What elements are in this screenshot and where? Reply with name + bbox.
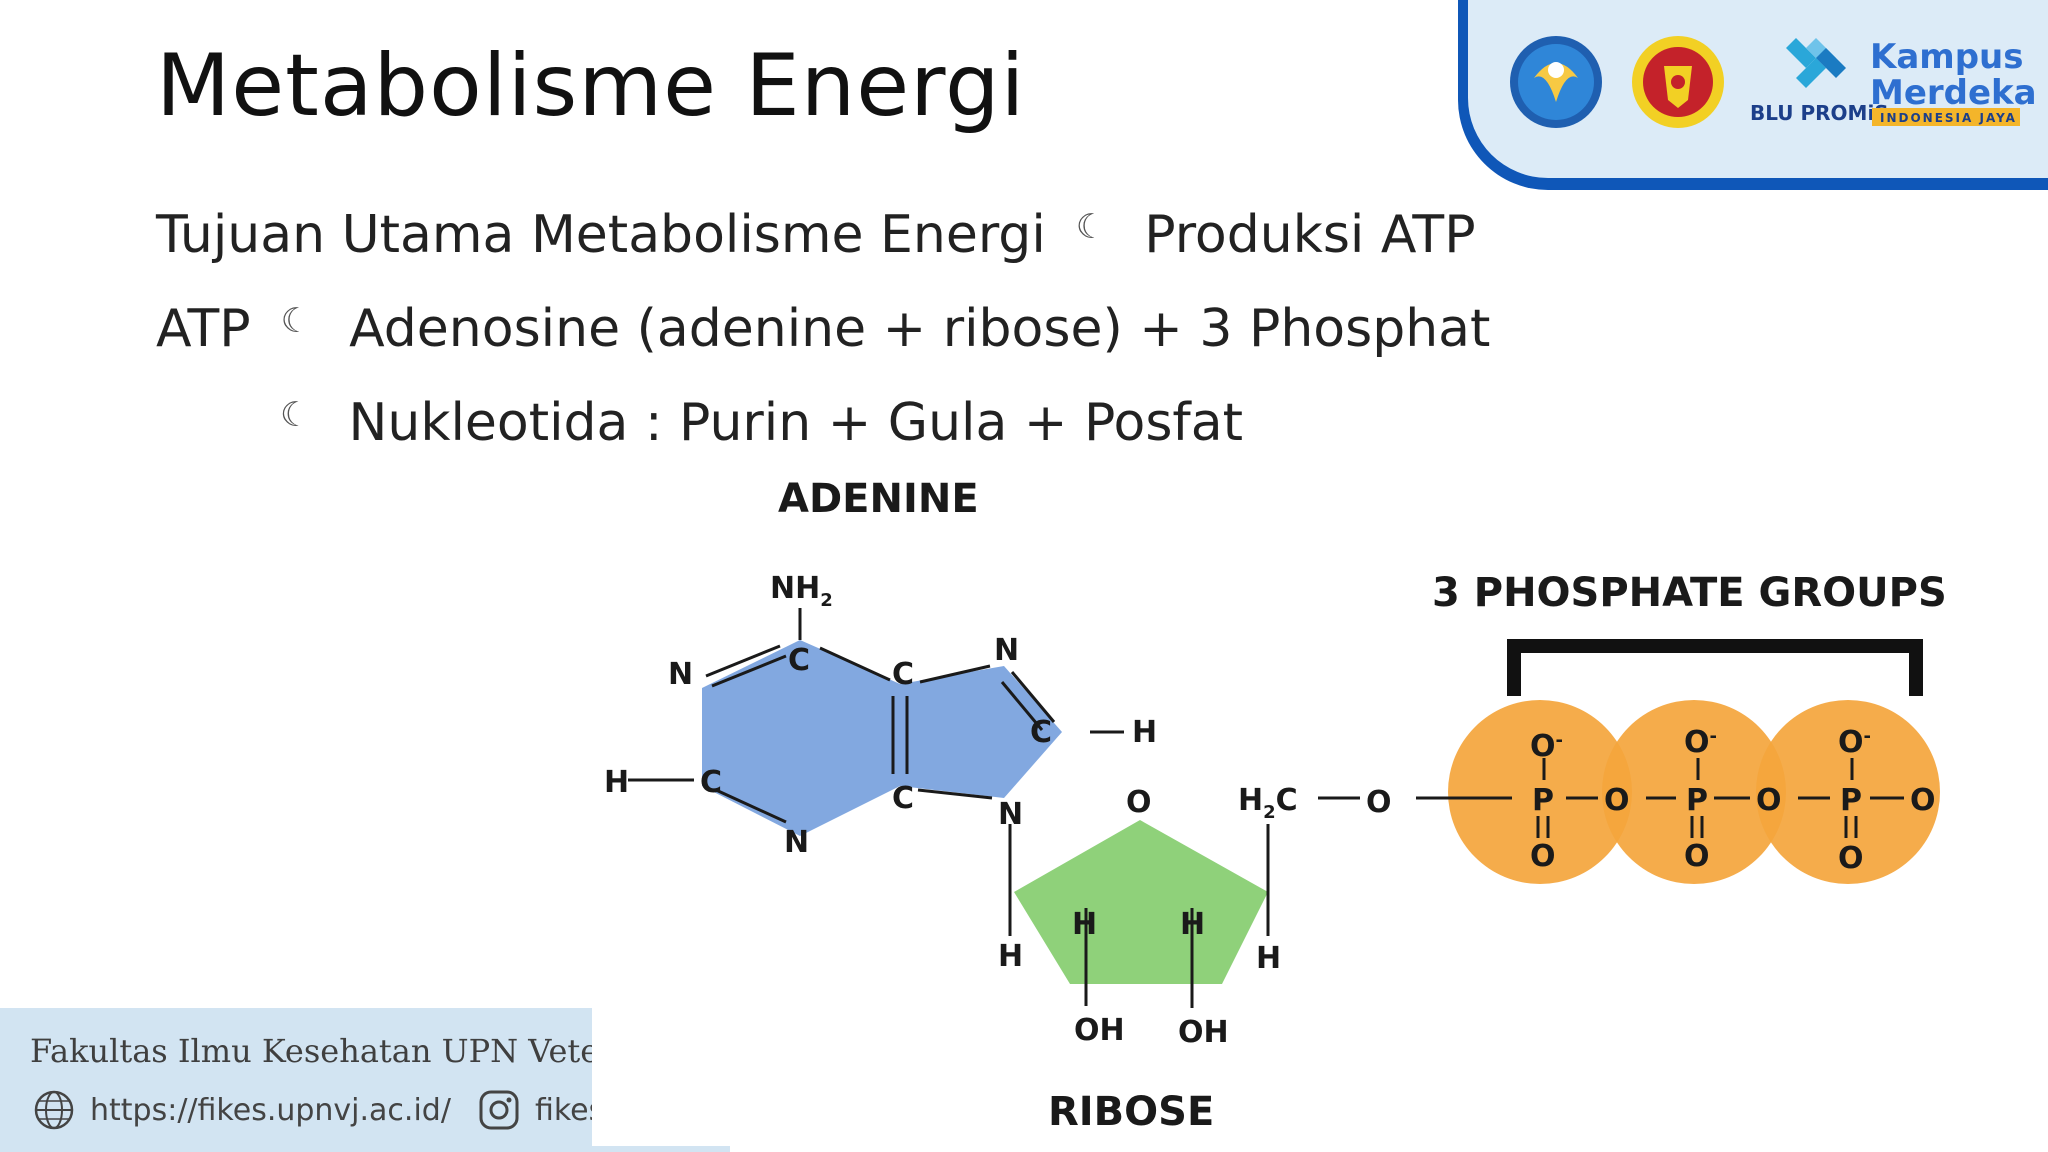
- atom-h-r3: H: [1256, 941, 1281, 976]
- merdeka-text: Merdeka: [1870, 73, 2037, 113]
- atom-labels: NH2 N C C N C H H C N C N H O H2C O H H …: [604, 571, 1936, 1050]
- atom-o-bridge-2: O: [1756, 783, 1782, 818]
- atom-n11: N: [998, 797, 1023, 832]
- ribose-label: RIBOSE: [1048, 1089, 1214, 1135]
- atom-c5: C: [1030, 715, 1052, 750]
- atom-n9: N: [784, 825, 809, 860]
- atom-p1: P: [1532, 783, 1554, 818]
- atom-h-r1: H: [1072, 907, 1097, 942]
- phosphate-groups-label: 3 PHOSPHATE GROUPS: [1432, 570, 1947, 616]
- atom-h2c: H2C: [1238, 783, 1298, 823]
- logo-panel: BLU PROMiSe Kampus Merdeka INDONESIA JAY…: [1458, 0, 2048, 190]
- atom-o-top-1: O-: [1530, 729, 1563, 764]
- atom-o-link: O: [1366, 785, 1392, 820]
- bullet-line-2: ATP ☾ Adenosine (adenine + ribose) + 3 P…: [156, 299, 1490, 359]
- phosphate-circle-3: [1756, 700, 1940, 884]
- atom-c2: C: [788, 643, 810, 678]
- phosphate-circle-1: [1448, 700, 1632, 884]
- instagram-icon: [479, 1090, 519, 1130]
- kampus-text: Kampus: [1870, 37, 2024, 77]
- atom-p3: P: [1840, 783, 1862, 818]
- adenine-pentagon: [900, 666, 1062, 798]
- atom-c10: C: [892, 781, 914, 816]
- atom-o-ring: O: [1126, 785, 1152, 820]
- bonds: [628, 608, 1904, 1008]
- line1-right-text: Produksi ATP: [1144, 205, 1476, 265]
- bullet-line-3: ☾ Nukleotida : Purin + Gula + Posfat: [250, 393, 1243, 453]
- atom-h-r2: H: [1180, 907, 1205, 942]
- phosphate-circle-2: [1602, 700, 1786, 884]
- line1-left-text: Tujuan Utama Metabolisme Energi: [156, 205, 1046, 265]
- adenine-label: ADENINE: [778, 476, 979, 522]
- atom-o-bot-3: O: [1838, 841, 1864, 876]
- atom-o-top-3: O-: [1838, 725, 1871, 760]
- instagram-link[interactable]: fikesupnvj: [534, 1092, 592, 1128]
- line2-right-text: Adenosine (adenine + ribose) + 3 Phospha…: [349, 299, 1491, 359]
- logo-panel-background: BLU PROMiSe Kampus Merdeka INDONESIA JAY…: [1468, 0, 2048, 178]
- footer-links: https://fikes.upnvj.ac.id/ fikesupnvj: [32, 1088, 592, 1132]
- website-link[interactable]: https://fikes.upnvj.ac.id/: [90, 1092, 451, 1128]
- adenine-hexagon: [702, 640, 900, 836]
- atom-o-bot-1: O: [1530, 839, 1556, 874]
- upnvj-logo: [1632, 36, 1724, 128]
- slide-title: Metabolisme Energi: [156, 36, 1026, 136]
- ribose-pentagon: [1014, 820, 1268, 984]
- atom-c8: C: [700, 765, 722, 800]
- bullet-line-1: Tujuan Utama Metabolisme Energi ☾ Produk…: [156, 205, 1476, 265]
- atom-p2: P: [1686, 783, 1708, 818]
- indonesia-jaya-text: INDONESIA JAYA: [1880, 111, 2017, 125]
- atom-o-bot-2: O: [1684, 839, 1710, 874]
- atom-n1: N: [668, 657, 693, 692]
- atom-h7: H: [604, 765, 629, 800]
- atom-o-bridge-1: O: [1604, 783, 1630, 818]
- kemendikbud-logo: [1510, 36, 1602, 128]
- atom-oh2: OH: [1178, 1015, 1229, 1050]
- footer-institution: Fakultas Ilmu Kesehatan UPN Veteran Jaka…: [30, 1032, 592, 1070]
- atom-c3: C: [892, 657, 914, 692]
- atom-n4: N: [994, 633, 1019, 668]
- arrow-icon: ☾: [1075, 207, 1107, 247]
- arrow-icon: ☾: [280, 395, 311, 435]
- logo-strip: BLU PROMiSe Kampus Merdeka INDONESIA JAY…: [1510, 36, 2037, 128]
- arrow-icon: ☾: [280, 301, 312, 341]
- atom-h12: H: [998, 939, 1023, 974]
- atom-nh2: NH2: [770, 571, 833, 611]
- line2-left-text: ATP: [156, 299, 251, 359]
- atom-o-top-2: O-: [1684, 725, 1717, 760]
- phosphate-bracket: [1507, 639, 1923, 696]
- footer-strip: [0, 1146, 730, 1152]
- line3-right-text: Nukleotida : Purin + Gula + Posfat: [348, 393, 1243, 453]
- atom-oh1: OH: [1074, 1013, 1125, 1048]
- atom-h6: H: [1132, 715, 1157, 750]
- globe-icon: [34, 1090, 74, 1130]
- atom-o-end: O: [1910, 783, 1936, 818]
- kampus-merdeka-logo: Kampus Merdeka INDONESIA JAYA: [1870, 37, 2037, 126]
